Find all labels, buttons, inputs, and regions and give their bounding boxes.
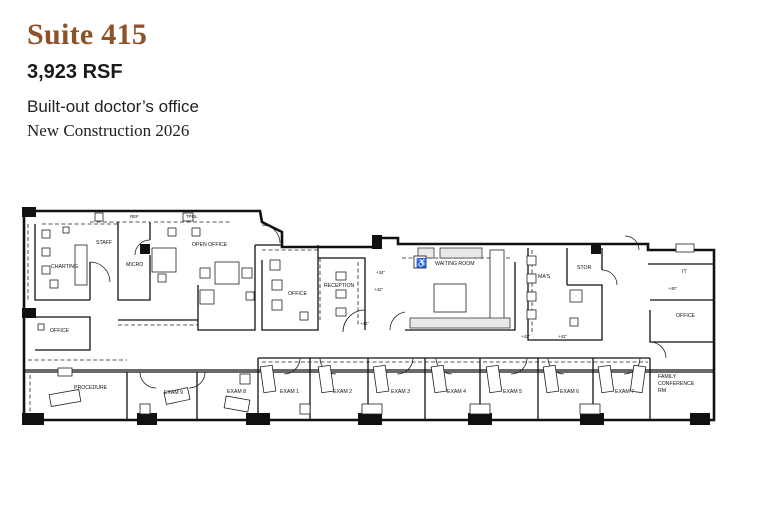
dim-42a: +42" xyxy=(374,287,383,292)
top-label: TPOL xyxy=(186,214,198,219)
dim-34: +34" xyxy=(376,270,385,275)
room-labels: STAFF CHARTING MICRO OPEN OFFICE OFFICE … xyxy=(50,240,696,396)
suite-title: Suite 415 xyxy=(27,18,148,51)
room-label-waiting-room: WAITING ROOM xyxy=(435,261,475,267)
dim-42c: +42" xyxy=(521,334,530,339)
room-label-procedure: PROCEDURE xyxy=(74,385,108,391)
room-label-exam4: EXAM 4 xyxy=(447,389,466,395)
room-label-micro: MICRO xyxy=(126,262,143,268)
dim-42b: +42" xyxy=(360,321,369,326)
outer-walls xyxy=(22,207,716,425)
room-label-office-left: OFFICE xyxy=(50,328,70,334)
room-label-it: IT xyxy=(682,269,687,275)
room-label-reception: RECEPTION xyxy=(324,283,355,289)
room-label-mas: MA'S xyxy=(538,274,551,280)
room-label-exam6: EXAM 6 xyxy=(560,389,579,395)
room-label-office-right: OFFICE xyxy=(676,313,696,319)
suite-note: New Construction 2026 xyxy=(27,121,190,140)
dimension-labels: REF TPOL +34" +42" +42" +42" +42" +40" xyxy=(130,214,677,339)
room-label-exam3: EXAM 3 xyxy=(391,389,410,395)
room-label-family-1: FAMILY xyxy=(658,374,677,380)
room-label-exam2: EXAM 2 xyxy=(333,389,352,395)
accessible-icon: ♿ xyxy=(413,255,427,269)
ref-label: REF xyxy=(130,214,139,219)
room-label-exam5: EXAM 5 xyxy=(503,389,522,395)
room-label-exam1: EXAM 1 xyxy=(280,389,299,395)
doors xyxy=(89,224,667,389)
dim-40: +40" xyxy=(668,286,677,291)
furniture xyxy=(37,212,695,415)
room-label-charting: CHARTING xyxy=(51,264,78,270)
svg-text:♿: ♿ xyxy=(416,257,427,268)
room-label-stor: STOR xyxy=(577,265,592,271)
room-label-office-center: OFFICE xyxy=(288,291,308,297)
suite-description: Built-out doctor’s office xyxy=(27,97,199,116)
room-label-exam7: EXAM 7 xyxy=(615,389,634,395)
room-label-family-3: RM xyxy=(658,388,666,394)
room-label-open-office: OPEN OFFICE xyxy=(192,242,228,248)
room-label-staff: STAFF xyxy=(96,240,112,246)
room-label-family-2: CONFERENCE xyxy=(658,381,695,387)
dim-42d: +42" xyxy=(558,334,567,339)
room-label-exam9: EXAM 9 xyxy=(164,390,183,396)
suite-size: 3,923 RSF xyxy=(27,61,123,83)
room-label-exam8: EXAM 8 xyxy=(227,389,246,395)
